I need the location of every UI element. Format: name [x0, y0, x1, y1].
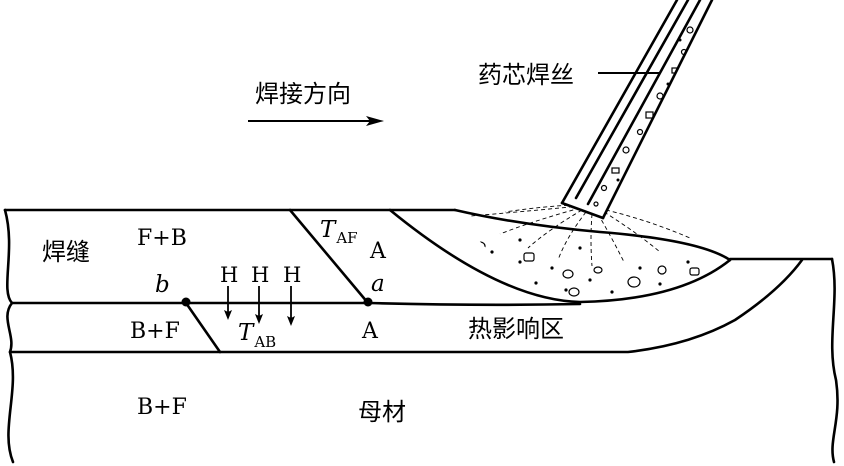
austenite-lower-label: A: [361, 319, 379, 344]
weld-phase-label: F+B: [137, 226, 187, 251]
weld-label: 焊缝: [42, 238, 90, 266]
base-phase-label: B+F: [137, 395, 187, 420]
hydrogen-label-1: H: [220, 263, 238, 287]
weld-pool-bottom: [388, 208, 732, 304]
haz-phase-label: B+F: [130, 319, 180, 344]
weld-pool-surface: [453, 208, 732, 262]
flux-cored-wire: [560, 0, 714, 220]
hydrogen-label-2: H: [251, 263, 269, 287]
arc-spray: [469, 204, 691, 267]
hydrogen-label-3: H: [283, 263, 301, 287]
point-a-label: a: [371, 271, 385, 297]
direction-arrow: [248, 116, 384, 126]
tab-transformation-line: [184, 301, 222, 354]
point-b-label: b: [155, 272, 170, 298]
haz-label: 热影响区: [468, 315, 564, 343]
tab-temperature-label: TAB: [238, 320, 276, 351]
base-metal-label: 母材: [358, 398, 406, 426]
taf-temperature-label: TAF: [320, 217, 358, 247]
taf-transformation-line: [288, 208, 370, 305]
plate-left-edge: [3, 208, 15, 464]
welding-direction-label: 焊接方向: [255, 80, 351, 108]
weld-haz-boundary: [10, 301, 582, 307]
flux-cored-wire-label: 药芯焊丝: [478, 61, 574, 89]
plate-right-edge: [830, 257, 839, 464]
point-a-dot: [363, 297, 373, 307]
point-b-dot: [181, 297, 191, 307]
haz-base-boundary: [8, 258, 804, 354]
hydrogen-arrows: [224, 286, 295, 326]
austenite-upper-label: A: [369, 239, 387, 264]
